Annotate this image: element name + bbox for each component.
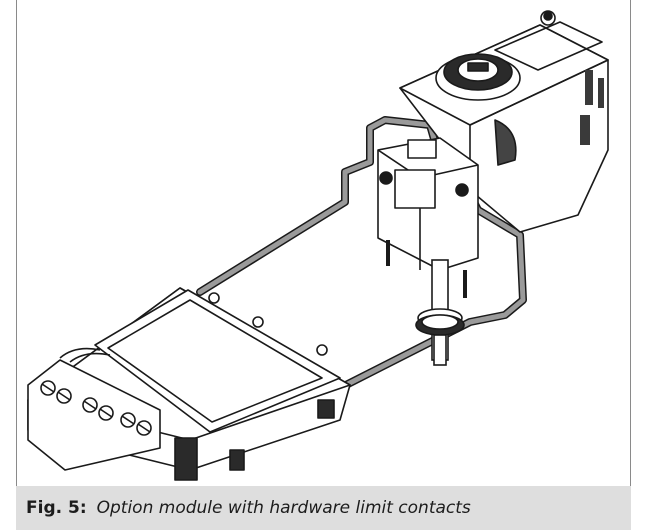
option-module-board xyxy=(27,287,351,481)
switch-housing xyxy=(399,10,609,233)
connector-clip xyxy=(377,137,479,298)
frame-right-border xyxy=(630,0,631,486)
figure-caption-text: Option module with hardware limit contac… xyxy=(96,498,471,518)
frame-left-border xyxy=(16,0,17,486)
shaft-gear xyxy=(415,259,465,366)
option-module-illustration xyxy=(27,10,609,481)
figure-caption: Fig. 5: Option module with hardware limi… xyxy=(16,486,631,530)
figure-label: Fig. 5: xyxy=(26,498,87,518)
